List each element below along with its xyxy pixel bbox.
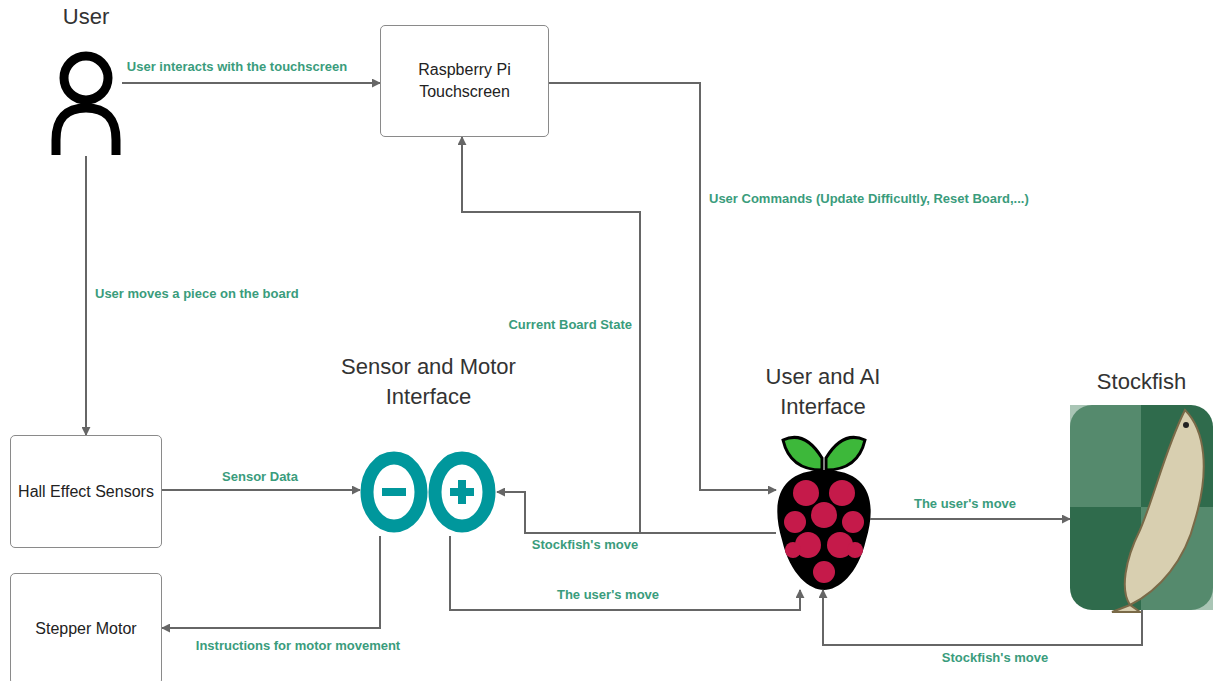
edge-label: Instructions for motor movement <box>194 638 402 653</box>
edge-label: The user's move <box>555 587 661 602</box>
arduino-node: Sensor and Motor Interface <box>360 456 497 536</box>
edge-label: User Commands (Update Difficultly, Reset… <box>707 191 1031 206</box>
process-box: Hall Effect Sensors <box>10 435 162 548</box>
connector-arrow <box>450 536 800 610</box>
connector-arrow <box>870 518 1070 520</box>
edge-label: User interacts with the touchscreen <box>125 59 349 74</box>
raspberry-logo <box>777 437 870 590</box>
icon-label: Sensor and Motor Interface <box>334 352 524 411</box>
edge-label: Sensor Data <box>220 469 300 484</box>
raspberry-node: User and AI Interface <box>776 428 870 590</box>
icon-label: User <box>46 2 126 32</box>
process-box: Raspberry Pi Touchscreen <box>380 25 549 137</box>
edge-label: Stockfish's move <box>530 537 640 552</box>
edge-label: User moves a piece on the board <box>93 286 301 301</box>
connector-arrow <box>85 156 87 435</box>
edge-label: Stockfish's move <box>940 650 1050 665</box>
arduino-logo <box>367 458 489 526</box>
process-box: Stepper Motor <box>10 573 162 681</box>
connector-arrow <box>823 590 1142 645</box>
connector-arrow <box>549 83 776 490</box>
connector-arrow <box>497 492 776 533</box>
box-text: Stepper Motor <box>35 618 136 640</box>
stockfish-node: Stockfish <box>1070 405 1213 610</box>
edge-label: Current Board State <box>506 317 634 332</box>
icon-label: User and AI Interface <box>728 362 918 421</box>
connector-arrow <box>162 489 360 491</box>
connector-arrow <box>162 536 380 628</box>
user-icon-node: User <box>50 50 122 156</box>
box-text: Raspberry Pi Touchscreen <box>387 59 542 102</box>
user-icon <box>56 56 116 155</box>
stockfish-logo <box>1070 405 1213 612</box>
edge-label: The user's move <box>912 496 1018 511</box>
box-text: Hall Effect Sensors <box>18 481 154 503</box>
icon-label: Stockfish <box>1067 367 1217 397</box>
connector-arrow <box>122 82 380 84</box>
